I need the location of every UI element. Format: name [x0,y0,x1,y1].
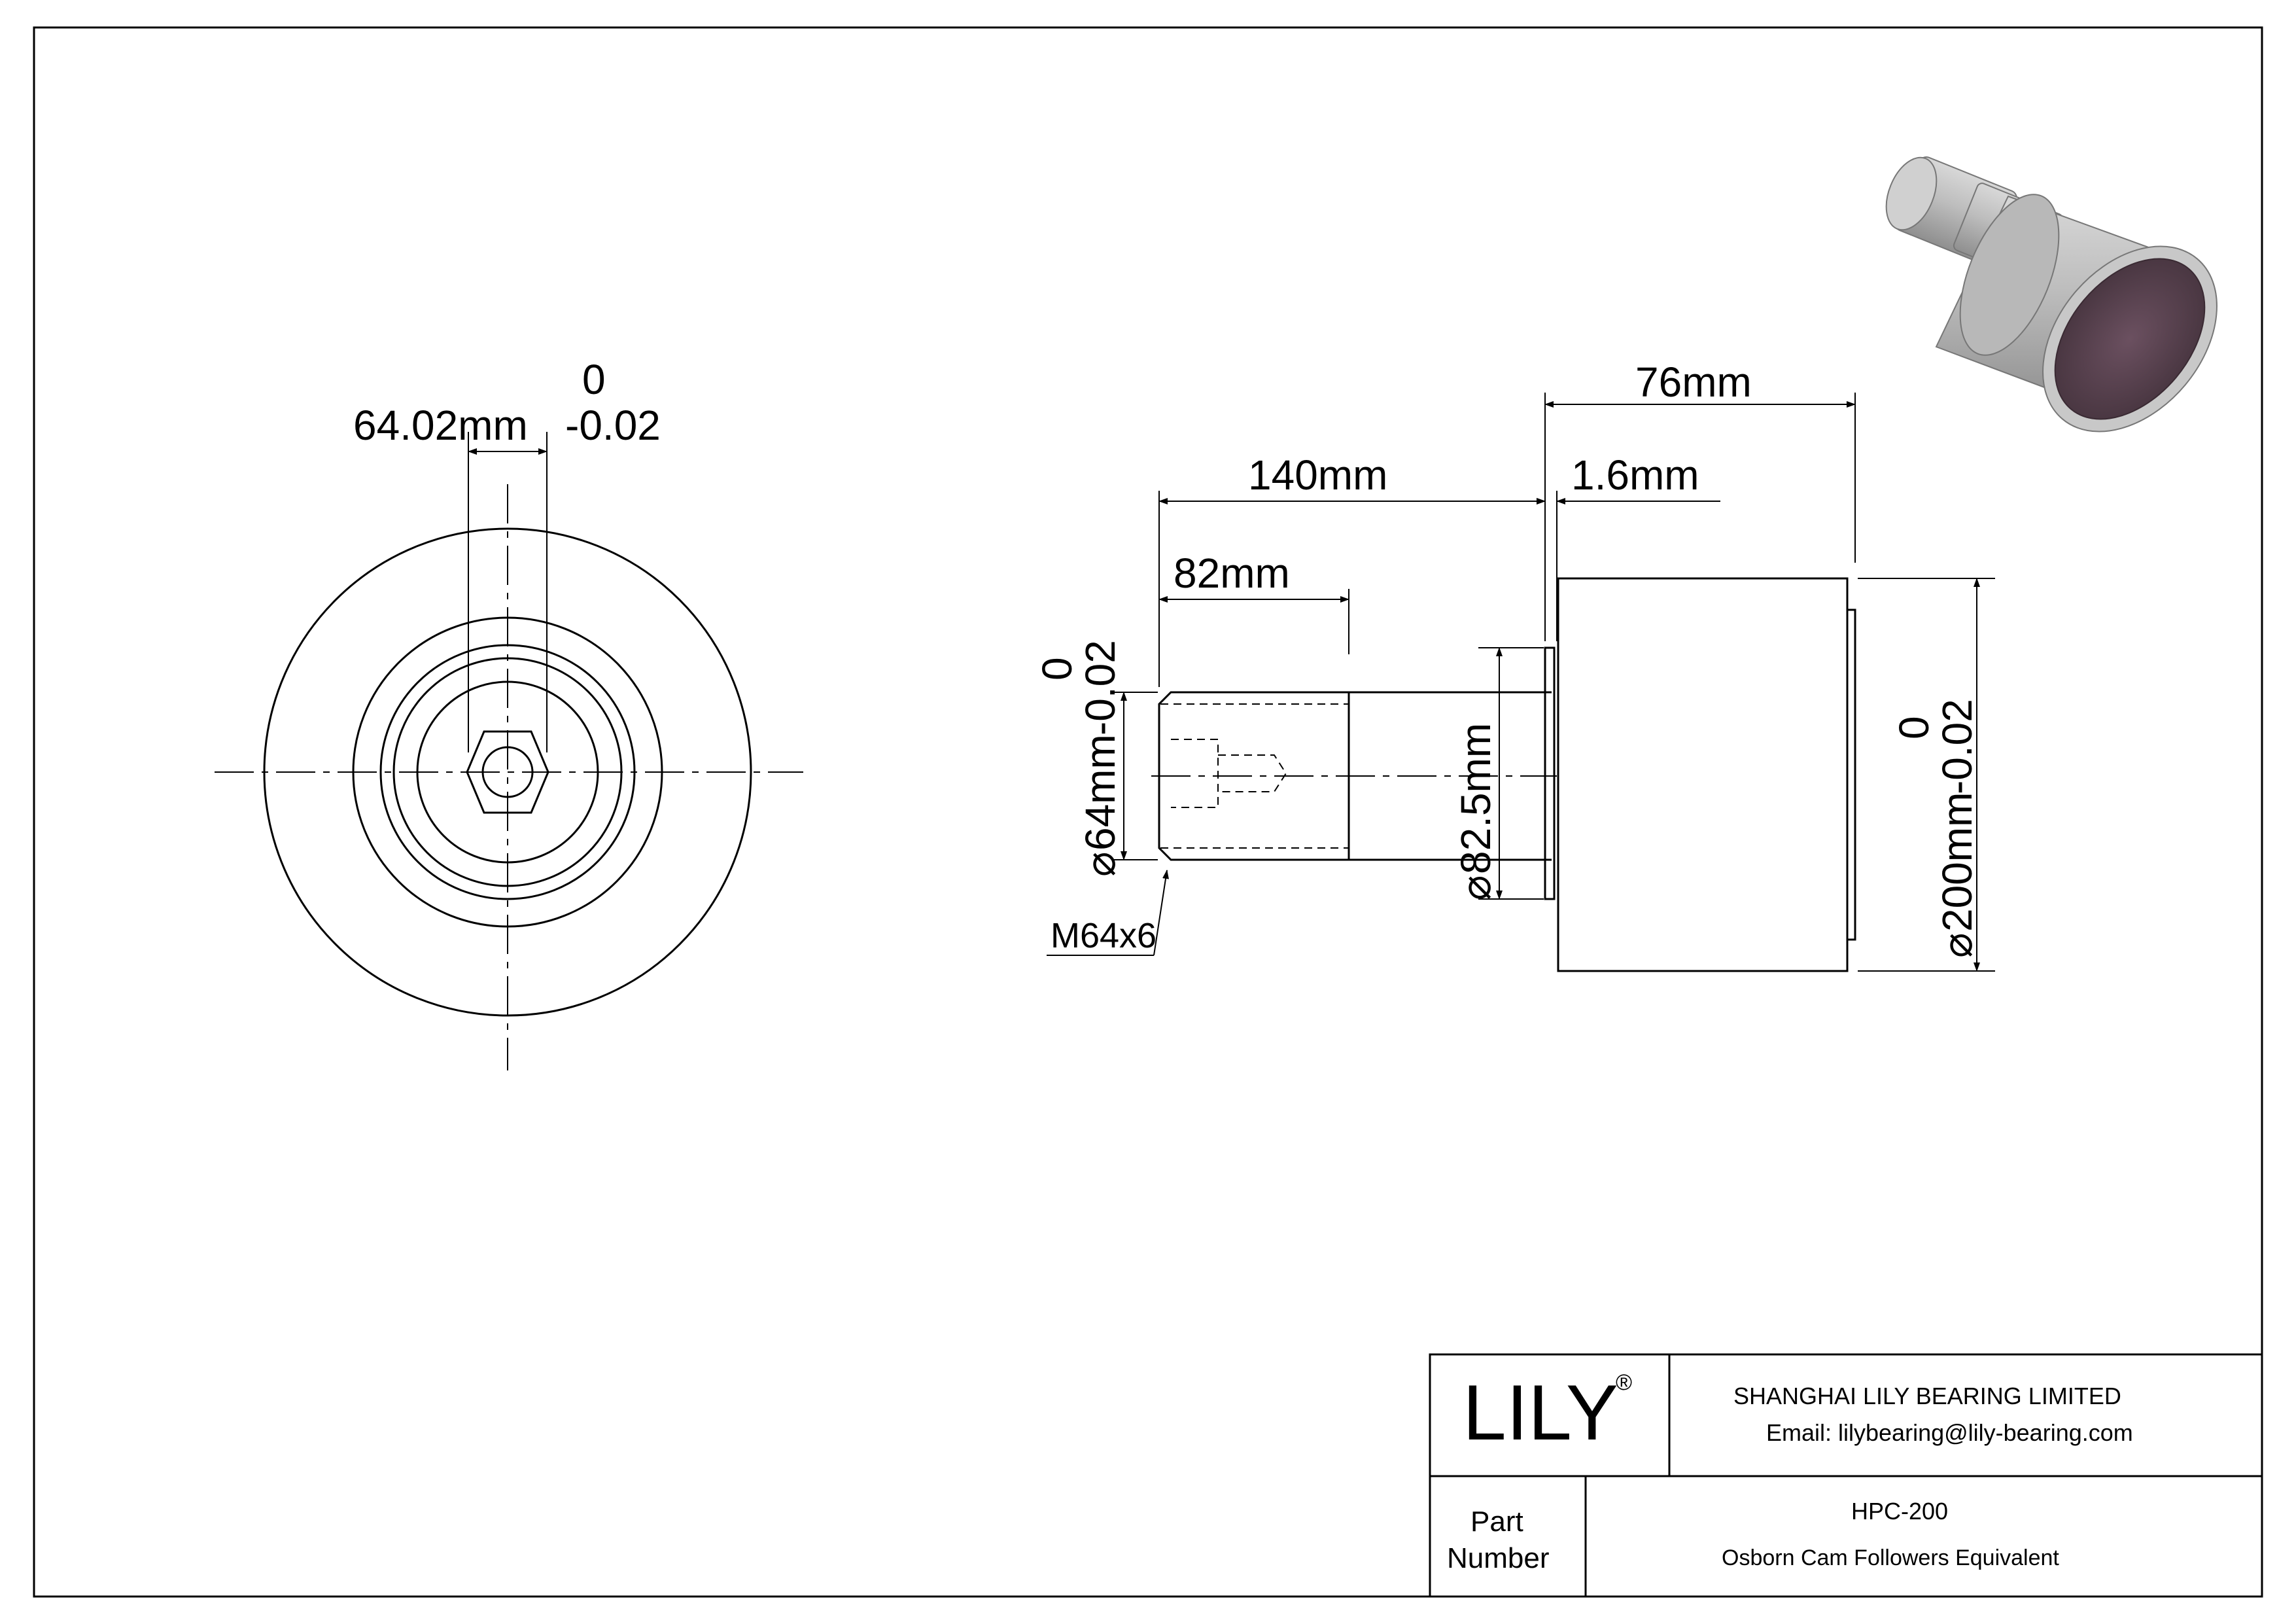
company-email: Email: lilybearing@lily-bearing.com [1766,1419,2133,1446]
dim-flange-thickness: 1.6mm [1571,451,1699,499]
hidden-socket [1171,739,1219,808]
hex-socket [466,730,549,814]
roller-body [1557,577,1849,972]
part-number: HPC-200 [1851,1498,1948,1525]
part-label-2: Number [1447,1542,1550,1574]
inner-ring-circle-1 [379,644,636,900]
cam-follower-render [1885,156,2218,432]
side-view: 140mm 76mm 1.6mm 82mm ⌀ 64mm -0.02 0 ⌀ [1034,359,1995,972]
roller-seal [1847,609,1856,941]
dim-thread-length: 82mm [1174,550,1290,597]
dim-stud-dia-symbol: ⌀ [1077,851,1124,877]
dim-flange-dia: 82.5mm [1452,723,1499,874]
dim-roller-dia-tol-lower: -0.02 [1934,699,1981,794]
front-dim-tol-upper: 0 [582,356,606,403]
socket-bore [481,746,534,798]
hidden-bore [1218,754,1287,792]
dim-roller-dia-tol-upper: 0 [1890,716,1938,739]
thread-leader [1153,870,1169,956]
front-dim-value: 64.02mm [353,402,528,449]
thread-callout: M64x6 [1051,916,1157,955]
inner-ring-circle-3 [416,680,599,864]
roller-outer-circle [263,527,752,1017]
part-description: Osborn Cam Followers Equivalent [1722,1545,2059,1570]
sheet-border [33,26,2263,1598]
dim-flange-dia-symbol: ⌀ [1452,875,1499,900]
dim-roller-width: 76mm [1635,359,1752,406]
dim-roller-dia-value: 200mm [1934,792,1981,932]
dim-stud-dia-tol-upper: 0 [1034,657,1081,680]
flange-circle [352,616,663,928]
registered-mark: ® [1616,1370,1632,1395]
logo: LILY [1463,1369,1618,1456]
inner-ring-circle-2 [392,657,623,887]
front-dim-tol-lower: -0.02 [565,402,661,449]
flange [1544,646,1556,900]
dim-stud-dia-tol-lower: -0.02 [1077,640,1124,735]
dim-roller-dia-symbol: ⌀ [1934,932,1981,958]
dim-overall-length: 140mm [1248,451,1387,499]
front-view: 64.02mm 0 -0.02 [215,356,803,1070]
dim-stud-dia-value: 64mm [1077,734,1124,851]
part-label-1: Part [1470,1506,1523,1538]
company-name: SHANGHAI LILY BEARING LIMITED [1733,1383,2121,1409]
title-block: LILY ® SHANGHAI LILY BEARING LIMITED Ema… [1429,1353,2263,1598]
